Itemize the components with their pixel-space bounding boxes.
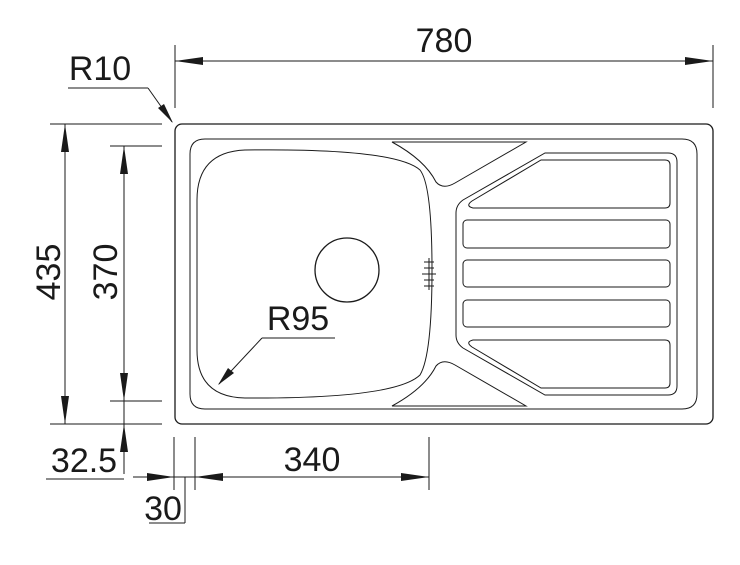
dimension-bowl-offset-bottom: 32.5 xyxy=(46,442,124,480)
bowl-offset-left-label: 30 xyxy=(144,490,182,528)
overflow-icon xyxy=(422,258,436,290)
dimension-corner-radius: R10 xyxy=(68,50,173,123)
drain-hole xyxy=(314,237,380,303)
dimension-bowl-radius: R95 xyxy=(218,300,335,385)
bowl-radius-label: R95 xyxy=(267,300,329,338)
bottom-wedge xyxy=(391,361,528,407)
corner-radius-label: R10 xyxy=(69,50,131,88)
dimension-bowl-offset-left: 30 xyxy=(133,437,196,528)
drainer-ribs xyxy=(462,159,671,389)
sink-outline xyxy=(174,123,714,425)
bowl-width-label: 340 xyxy=(284,441,341,479)
drainer-area xyxy=(455,152,678,396)
dimension-bowl-width: 340 xyxy=(195,437,430,490)
overall-depth-label: 435 xyxy=(30,244,68,301)
overall-width-label: 780 xyxy=(416,22,473,60)
top-wedge xyxy=(391,141,528,187)
dimension-overall-width: 780 xyxy=(174,22,714,108)
dimension-bowl-depth: 370 xyxy=(87,145,162,474)
dimension-overall-depth: 435 xyxy=(30,123,162,425)
bowl xyxy=(196,149,433,399)
bowl-depth-label: 370 xyxy=(87,244,125,301)
bowl-offset-bottom-label: 32.5 xyxy=(51,442,117,480)
